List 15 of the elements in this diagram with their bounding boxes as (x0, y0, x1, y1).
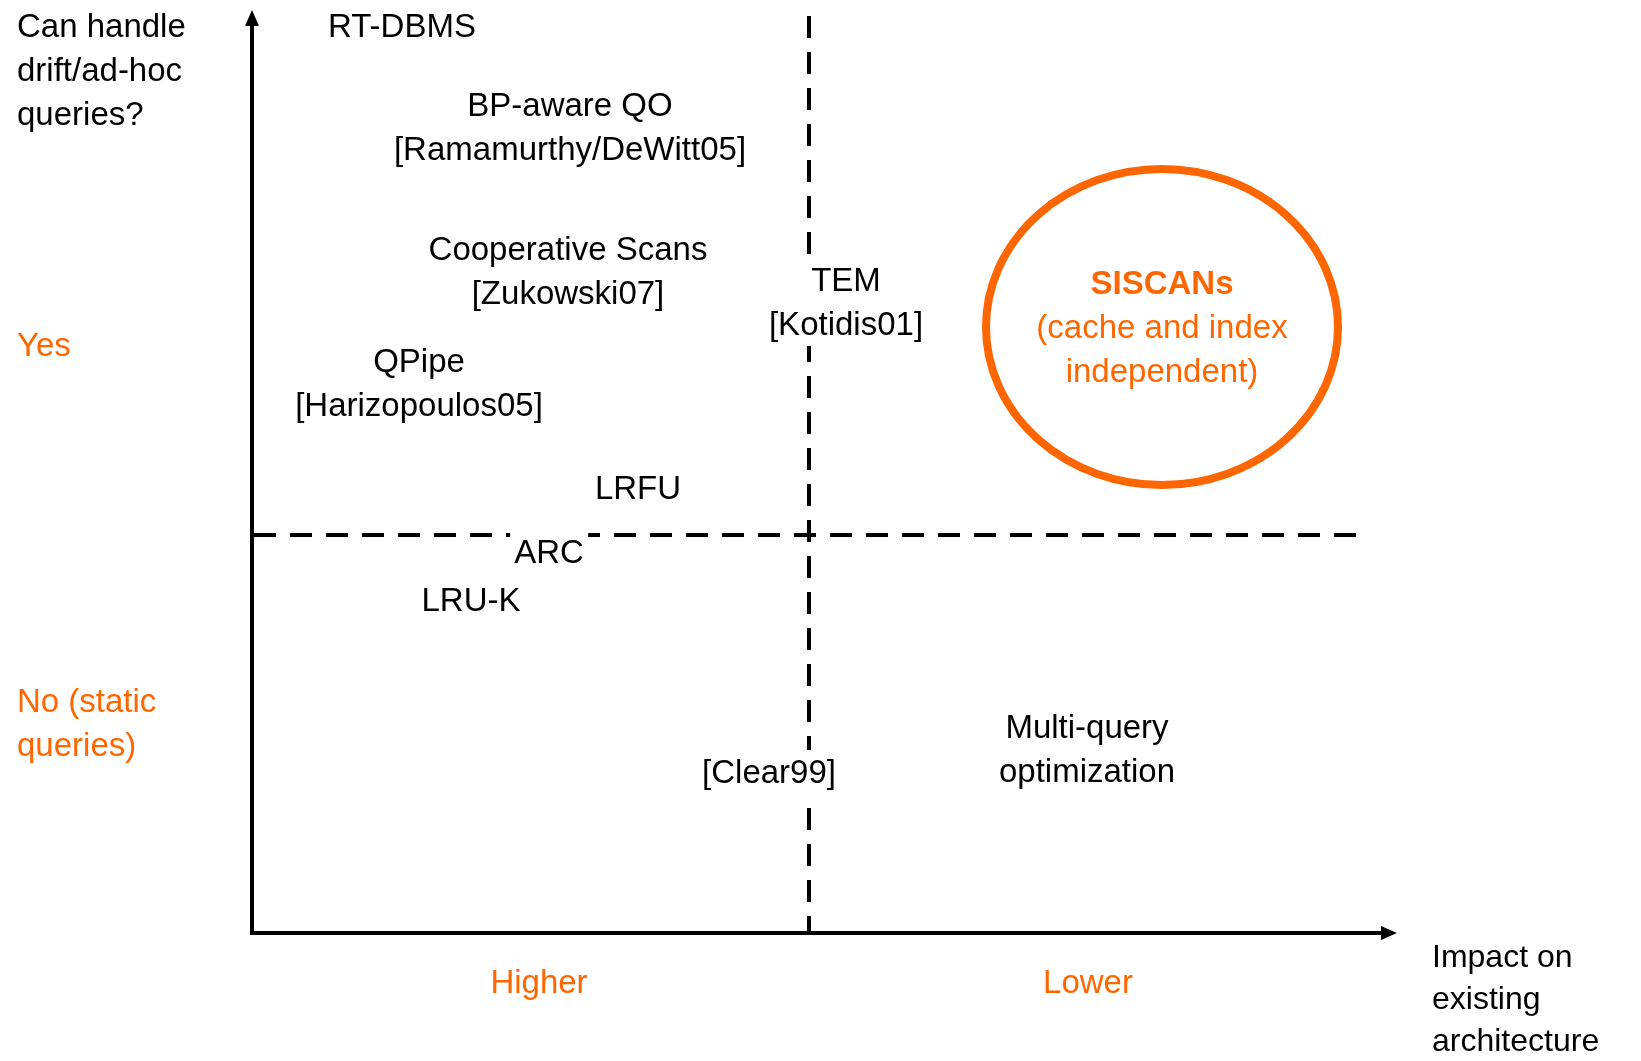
axis-title: Can handle drift/ad-hoc queries? (17, 6, 187, 134)
technique-label: RT-DBMS (328, 6, 476, 46)
axis-value-label: Lower (1043, 962, 1133, 1002)
technique-label: BP-aware QO [Ramamurthy/DeWitt05] (392, 85, 748, 169)
technique-label: LRU-K (421, 580, 521, 620)
technique-label: QPipe [Harizopoulos05] (294, 341, 544, 425)
technique-label: Cooperative Scans [Zukowski07] (427, 229, 709, 313)
technique-label: LRFU (594, 468, 682, 508)
approach-name: SISCANs (1090, 263, 1234, 303)
technique-label: Multi-query optimization (997, 707, 1177, 791)
axis-value-label: Higher (490, 962, 588, 1002)
axis-value-label: No (static queries) (17, 681, 158, 765)
axis-title: Impact on existing architecture (1432, 937, 1601, 1060)
approach-note: (cache and index independent) (1035, 307, 1289, 391)
axis-value-label: Yes (17, 325, 71, 365)
